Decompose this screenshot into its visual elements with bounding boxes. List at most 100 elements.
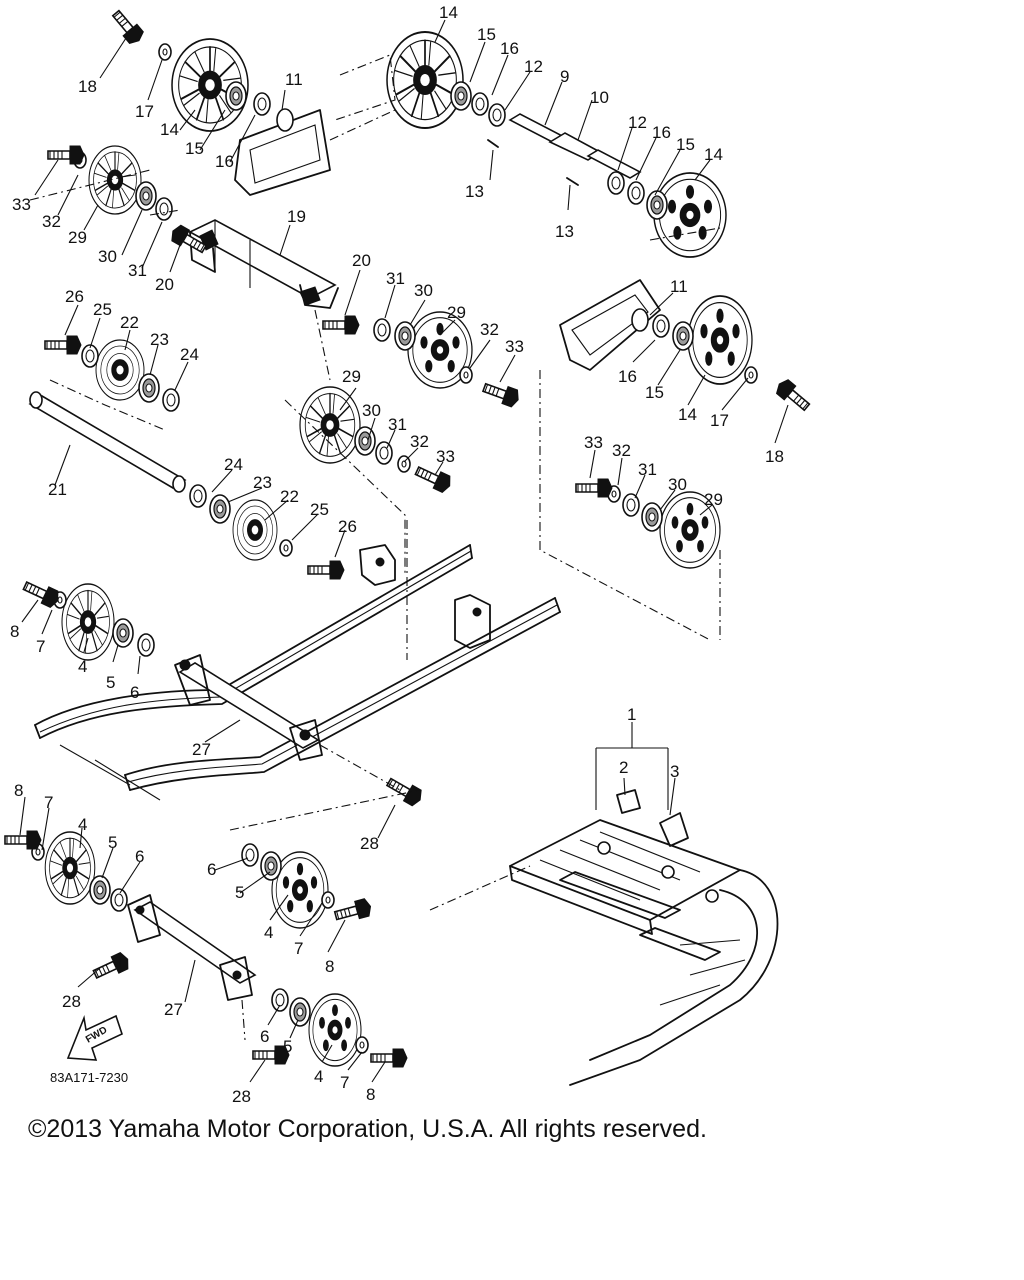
callout-30: 30 — [362, 401, 381, 420]
callout-18: 18 — [765, 447, 784, 466]
callout-32: 32 — [480, 320, 499, 339]
callout-6: 6 — [130, 683, 139, 702]
callout-4: 4 — [264, 923, 273, 942]
pin-13 — [487, 139, 579, 186]
callout-20: 20 — [352, 251, 371, 270]
axle-21 — [28, 391, 187, 493]
callout-32: 32 — [410, 432, 429, 451]
parts-exploded-diagram: FWD 83A171-7230 14 15 16 12 9 10 18 17 1… — [4, 3, 814, 1106]
axle-27-lower — [127, 894, 257, 1001]
callout-24: 24 — [224, 455, 243, 474]
callout-5: 5 — [108, 833, 117, 852]
callout-4: 4 — [78, 657, 87, 676]
callout-25: 25 — [310, 500, 329, 519]
callout-11: 11 — [670, 277, 688, 296]
callout-8: 8 — [325, 957, 334, 976]
callout-30: 30 — [414, 281, 433, 300]
wheel-4-upper — [61, 583, 115, 661]
callout-13: 13 — [465, 182, 484, 201]
bracket-11-right — [559, 279, 661, 371]
track-belt — [509, 819, 779, 1086]
callout-5: 5 — [235, 883, 244, 902]
callout-30: 30 — [98, 247, 117, 266]
callout-20: 20 — [155, 275, 174, 294]
callout-29: 29 — [704, 490, 723, 509]
bearing-parts — [31, 43, 758, 1054]
callout-18: 18 — [78, 77, 97, 96]
wheel-4-lower-left — [44, 831, 96, 905]
callout-1: 1 — [627, 705, 636, 724]
callout-27: 27 — [192, 740, 211, 759]
callout-30: 30 — [668, 475, 687, 494]
callout-32: 32 — [612, 441, 631, 460]
callout-7: 7 — [36, 637, 45, 656]
callout-16: 16 — [500, 39, 519, 58]
callout-13: 13 — [555, 222, 574, 241]
callout-19: 19 — [287, 207, 306, 226]
wheel-14-top — [385, 30, 465, 130]
callout-33: 33 — [12, 195, 31, 214]
callout-31: 31 — [638, 460, 657, 479]
callout-23: 23 — [150, 330, 169, 349]
axle-9 — [508, 113, 642, 179]
callout-8: 8 — [10, 622, 19, 641]
callout-4: 4 — [78, 815, 87, 834]
callout-11: 11 — [285, 70, 303, 89]
callout-7: 7 — [340, 1073, 349, 1092]
callout-12: 12 — [524, 57, 543, 76]
callout-22: 22 — [120, 313, 139, 332]
wheel-4-bottom — [308, 993, 362, 1067]
callout-26: 26 — [65, 287, 84, 306]
callout-31: 31 — [386, 269, 405, 288]
callout-26: 26 — [338, 517, 357, 536]
callout-28: 28 — [62, 992, 81, 1011]
track-clip-3 — [659, 812, 689, 847]
callout-14: 14 — [678, 405, 697, 424]
forward-arrow-icon: FWD — [66, 1014, 123, 1061]
bracket-11-left — [234, 108, 331, 196]
callout-9: 9 — [560, 67, 569, 86]
callout-14: 14 — [160, 120, 179, 139]
callout-5: 5 — [283, 1037, 292, 1056]
callout-7: 7 — [294, 939, 303, 958]
callout-23: 23 — [253, 473, 272, 492]
callout-8: 8 — [14, 781, 23, 800]
callout-6: 6 — [207, 860, 216, 879]
callout-16: 16 — [618, 367, 637, 386]
callout-8: 8 — [366, 1085, 375, 1104]
assembly-guides — [29, 54, 721, 1041]
callout-25: 25 — [93, 300, 112, 319]
axle-27-upper — [174, 654, 323, 761]
callout-29: 29 — [68, 228, 87, 247]
slide-rail-assembly — [34, 544, 561, 801]
axle-19 — [188, 219, 339, 309]
wheel-14-mid-right — [687, 295, 753, 385]
callout-17: 17 — [710, 411, 729, 430]
callout-28: 28 — [232, 1087, 251, 1106]
callout-12: 12 — [628, 113, 647, 132]
callout-16: 16 — [215, 152, 234, 171]
callout-7: 7 — [44, 793, 53, 812]
track-clip-2 — [616, 789, 641, 814]
callout-6: 6 — [260, 1027, 269, 1046]
callout-24: 24 — [180, 345, 199, 364]
callout-14: 14 — [439, 3, 458, 22]
callout-5: 5 — [106, 673, 115, 692]
wheel-22-upper — [95, 339, 145, 401]
callout-32: 32 — [42, 212, 61, 231]
callout-15: 15 — [185, 139, 204, 158]
wheel-22-lower — [232, 499, 278, 561]
callout-16: 16 — [652, 123, 671, 142]
callout-15: 15 — [645, 383, 664, 402]
callout-15: 15 — [676, 135, 695, 154]
wheel-29-lower — [299, 386, 361, 464]
callout-15: 15 — [477, 25, 496, 44]
wheel-29-left — [88, 145, 142, 215]
callout-33: 33 — [436, 447, 455, 466]
callout-17: 17 — [135, 102, 154, 121]
callout-4: 4 — [314, 1067, 323, 1086]
callout-2: 2 — [619, 758, 628, 777]
callout-labels: 14 15 16 12 9 10 18 17 14 15 16 11 13 13… — [10, 3, 784, 1106]
copyright-notice: ©2013 Yamaha Motor Corporation, U.S.A. A… — [28, 1115, 707, 1143]
callout-10: 10 — [590, 88, 609, 107]
